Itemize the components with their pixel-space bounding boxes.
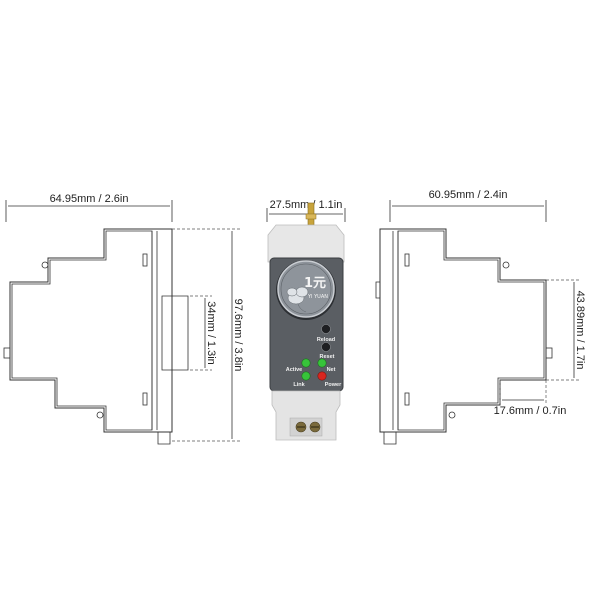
flower-engraving-icon — [286, 286, 309, 313]
right-tab-top — [375, 281, 381, 299]
net-label: Net — [327, 367, 336, 373]
right-depth-label: 17.6mm / 0.7in — [494, 405, 567, 417]
reload-label: Reload — [317, 337, 335, 343]
net-led-icon — [317, 358, 327, 368]
left-tab — [3, 347, 11, 359]
power-led-icon — [317, 371, 327, 381]
right-side-view: 60.95mm / 2.4in 43.89mm / 1.7in 17.6mm /… — [375, 189, 586, 445]
power-label: Power — [325, 382, 342, 388]
left-screw-bottom — [96, 411, 104, 419]
center-width-label: 27.5mm / 1.1in — [270, 199, 343, 211]
left-inner-height-label: 34mm / 1.3in — [205, 301, 217, 365]
housing-top — [267, 224, 345, 263]
antenna-nut — [305, 213, 317, 220]
coin-text: YI YUAN — [307, 294, 328, 300]
right-width-label: 60.95mm / 2.4in — [429, 189, 508, 201]
reset-label: Reset — [320, 354, 335, 360]
housing-bottom — [271, 390, 341, 441]
right-clip-bottom — [404, 392, 410, 406]
link-label: Link — [293, 382, 305, 388]
front-view-device: 27.5mm / 1.1in 1元 YI YUAN Reload Reset A… — [266, 199, 346, 441]
coin-inner-ring — [280, 263, 332, 315]
active-led-icon — [301, 358, 311, 368]
left-width-label: 64.95mm / 2.6in — [50, 193, 129, 205]
left-clip-bottom — [142, 392, 148, 406]
reload-button[interactable] — [321, 324, 331, 334]
total-height-label: 97.6mm / 3.8in — [232, 299, 244, 372]
active-label: Active — [286, 367, 303, 373]
coin-value: 1元 — [304, 276, 326, 291]
right-screw-bottom — [448, 411, 456, 419]
reset-button[interactable] — [321, 342, 331, 352]
right-inner-height-label: 43.89mm / 1.7in — [574, 291, 586, 370]
left-body-inner-outline — [11, 230, 153, 431]
left-body-outline — [9, 228, 173, 433]
left-side-view: 64.95mm / 2.6in 34mm / 1.3in 97.6mm / 3.… — [3, 193, 244, 445]
link-led-icon — [301, 371, 311, 381]
right-terminal — [383, 432, 397, 445]
right-body-inner-outline — [397, 230, 545, 431]
left-terminal — [157, 432, 171, 445]
right-clip-top — [404, 253, 410, 267]
right-tab — [545, 347, 553, 359]
right-screw-top — [502, 261, 510, 269]
left-clip-top — [142, 253, 148, 267]
left-screw-top — [41, 261, 49, 269]
left-recess — [161, 295, 189, 371]
